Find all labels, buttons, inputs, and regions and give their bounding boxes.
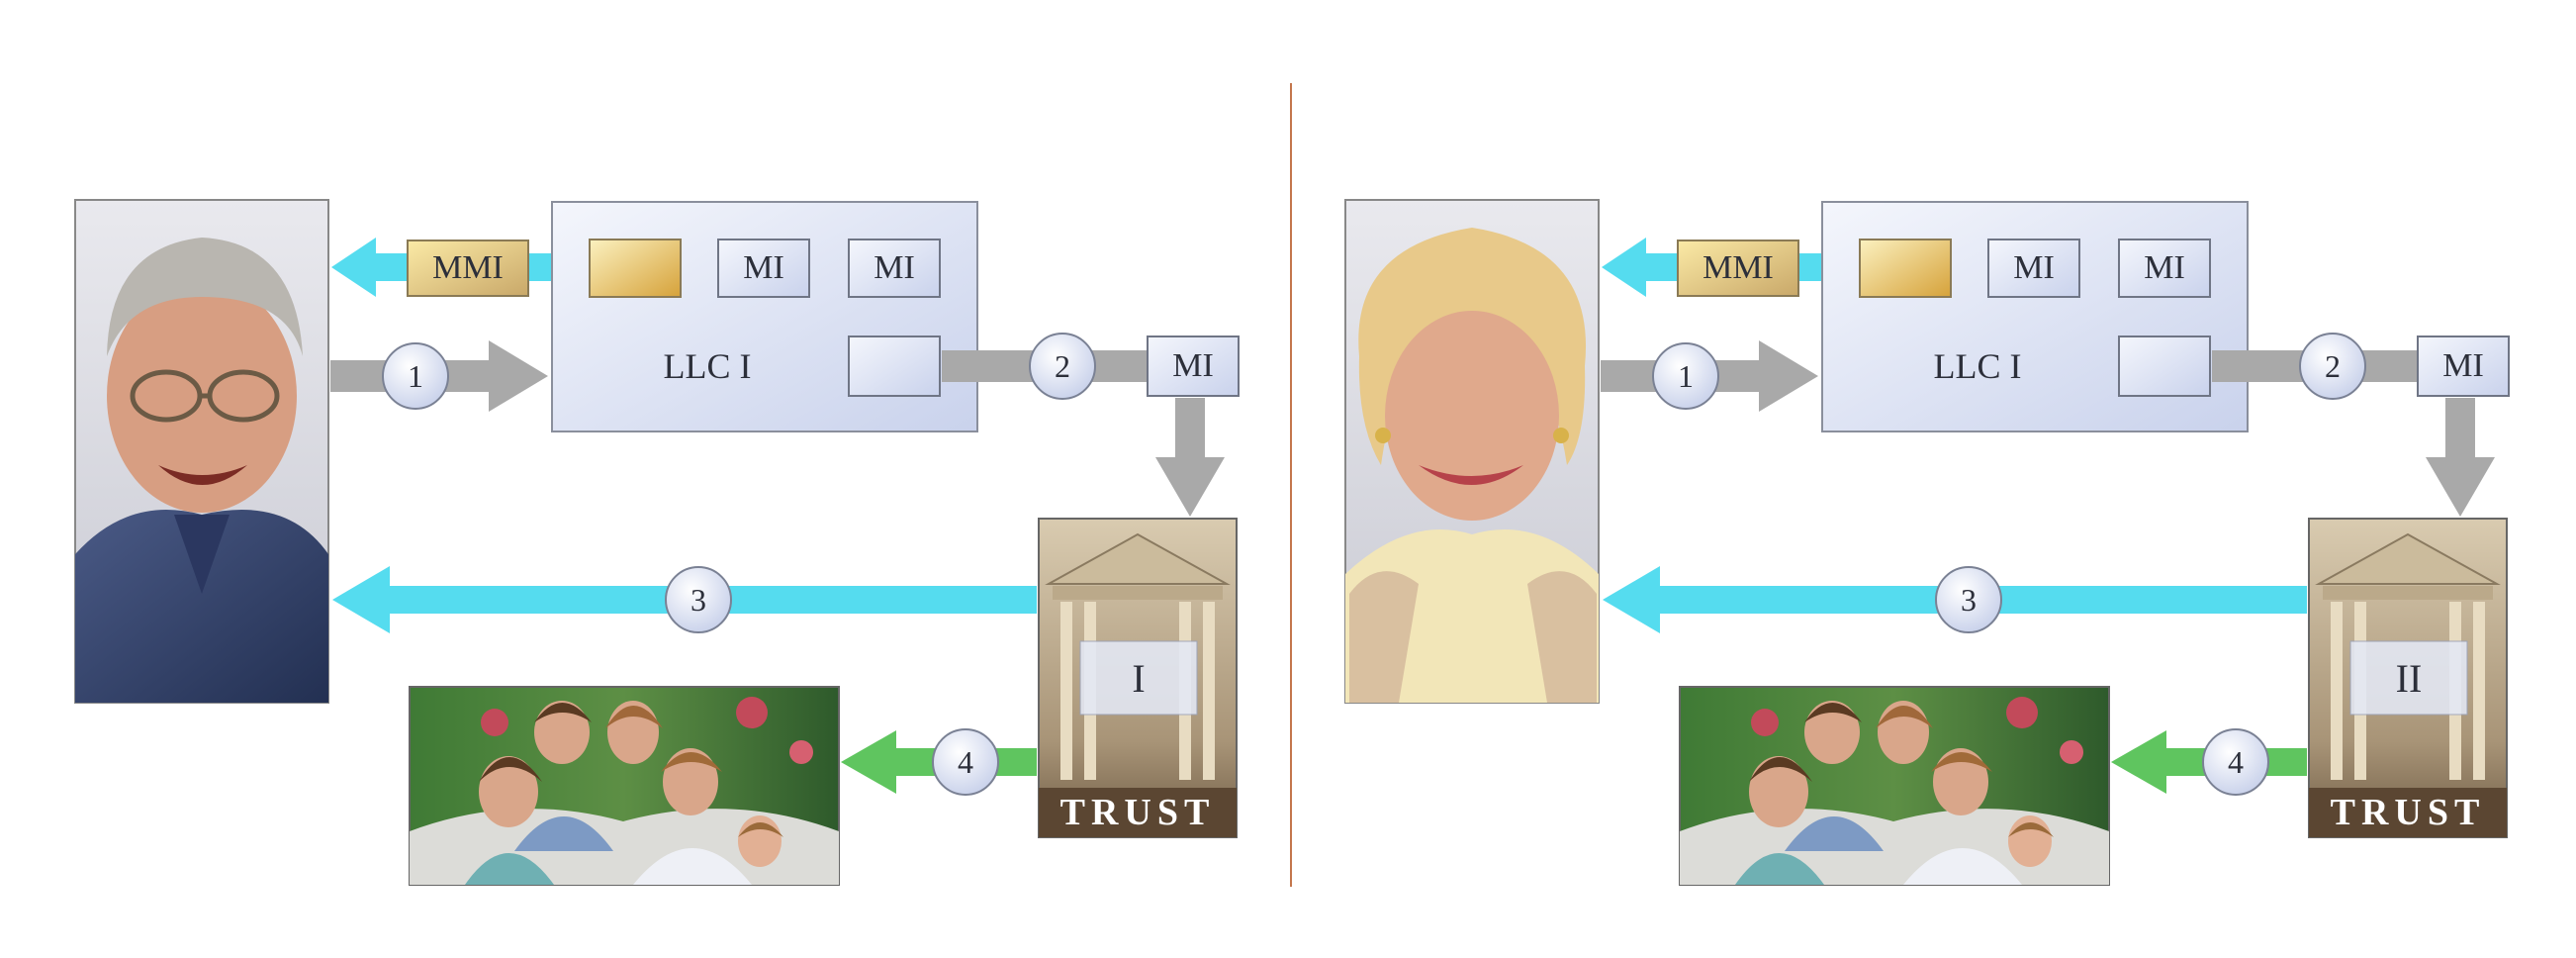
step-1-label: 1: [408, 357, 423, 394]
mi-unit-box: [2118, 335, 2211, 397]
family-image: [409, 686, 840, 886]
trust-number-box: [2349, 640, 2468, 716]
step-1-circle: [382, 342, 449, 410]
mmi-box: [407, 240, 529, 297]
step-2-label: 2: [1055, 347, 1070, 384]
panel-left-graphics: [74, 199, 1240, 886]
step-4-label: 4: [958, 743, 973, 780]
trust-label: TRUST: [1059, 792, 1216, 833]
step-3-circle: [665, 566, 732, 633]
trust-transfer-arrow: [2426, 398, 2495, 517]
llc-box: [551, 201, 978, 432]
step-1-label: 1: [1678, 357, 1694, 394]
trust-building-image: [2308, 518, 2508, 838]
panel-divider: [1290, 83, 1292, 887]
mmi-box: [1677, 240, 1799, 297]
person-portrait: [74, 199, 329, 704]
step-4-circle: [2202, 728, 2269, 796]
step-3-label: 3: [1961, 581, 1977, 618]
step-3-label: 3: [690, 581, 706, 618]
step-1-circle: [1652, 342, 1719, 410]
panel-right: MMI MI MI LLC I MI II TRUST 1 2 3 4: [1270, 0, 2546, 958]
trust-label: TRUST: [2330, 792, 2486, 833]
external-mi-box: [1147, 335, 1240, 397]
mi-label-2: MI: [874, 249, 915, 286]
trust-number-box: [1079, 640, 1198, 716]
llc-label: LLC I: [663, 346, 752, 386]
external-mi-label: MI: [2442, 347, 2484, 384]
step-2-circle: [1029, 333, 1096, 400]
llc-label: LLC I: [1933, 346, 2022, 386]
external-mi-label: MI: [1172, 347, 1214, 384]
trust-number-label: I: [1132, 655, 1146, 701]
mi-label-2: MI: [2144, 249, 2185, 286]
mi-unit-box: [848, 335, 941, 397]
mi-box-1: [717, 239, 810, 298]
mmi-unit-box: [1859, 239, 1952, 298]
mi-box-1: [1987, 239, 2080, 298]
person-portrait: [1344, 199, 1600, 704]
step-2-circle: [2299, 333, 2366, 400]
panel-right-graphics: [1344, 199, 2510, 886]
mmi-unit-box: [589, 239, 682, 298]
mi-label-1: MI: [2013, 249, 2055, 286]
family-image: [1679, 686, 2110, 886]
panel-left: MMI MI MI LLC I MI I TRUST 1 2 3 4: [0, 0, 1276, 958]
mi-label-1: MI: [743, 249, 784, 286]
step-4-label: 4: [2228, 743, 2244, 780]
mi-box-2: [2118, 239, 2211, 298]
step-3-circle: [1935, 566, 2002, 633]
step-2-label: 2: [2325, 347, 2341, 384]
trust-transfer-arrow: [1155, 398, 1225, 517]
trust-number-label: II: [2395, 655, 2423, 701]
mi-box-2: [848, 239, 941, 298]
step-4-circle: [932, 728, 999, 796]
mmi-label: MMI: [1702, 249, 1774, 286]
llc-box: [1821, 201, 2249, 432]
external-mi-box: [2417, 335, 2510, 397]
mmi-label: MMI: [432, 249, 504, 286]
